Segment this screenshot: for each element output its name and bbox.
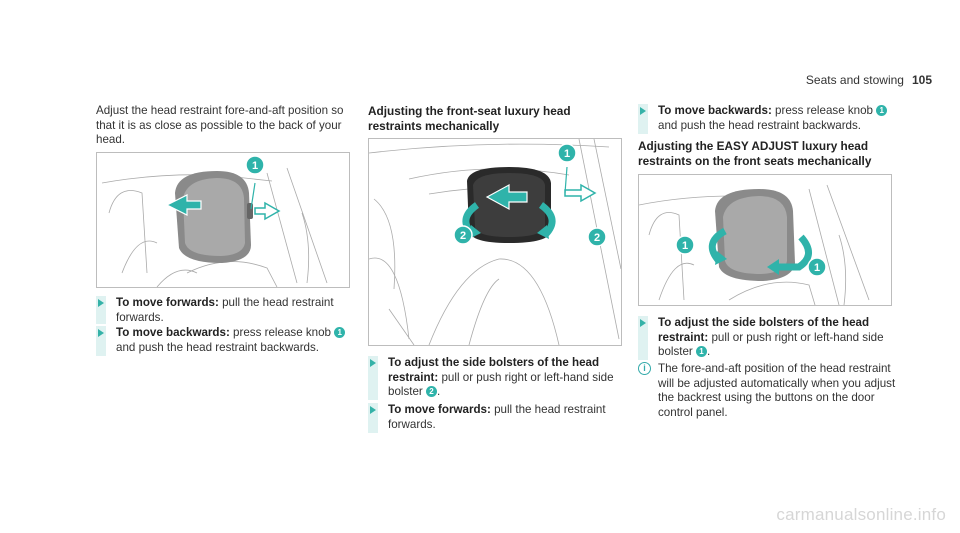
step-bar bbox=[96, 296, 106, 324]
figure-front-seat-luxury-head-restraint: 1 2 2 bbox=[368, 138, 622, 346]
badge-2: 2 bbox=[426, 386, 438, 398]
step-bar bbox=[368, 403, 378, 433]
callout-1: 1 bbox=[564, 148, 570, 160]
info-icon: i bbox=[638, 362, 651, 375]
callout-2-right: 2 bbox=[594, 232, 600, 244]
step-arrow-icon bbox=[640, 319, 646, 327]
step-arrow-icon bbox=[98, 299, 104, 307]
callout-1-right: 1 bbox=[814, 262, 820, 274]
step-bar bbox=[368, 356, 378, 400]
section-title: Seats and stowing bbox=[805, 73, 904, 87]
step-arrow-icon bbox=[370, 406, 376, 414]
callout-1: 1 bbox=[252, 160, 258, 172]
badge-1: 1 bbox=[334, 327, 346, 339]
heading-front-seat-luxury: Adjusting the front-seat luxury head res… bbox=[368, 104, 571, 133]
step-move-backwards-3: To move backwards: press release knob 1 … bbox=[638, 104, 900, 134]
callout-2-left: 2 bbox=[460, 230, 466, 242]
watermark: carmanualsonline.info bbox=[776, 505, 946, 524]
page-header: Seats and stowing 105 bbox=[806, 73, 932, 87]
step-move-backwards-1: To move backwards: press release knob 1 … bbox=[96, 326, 356, 356]
intro-paragraph: Adjust the head restraint fore-and-aft p… bbox=[96, 104, 344, 146]
step-move-forwards-2: To move forwards: pull the head restrain… bbox=[368, 403, 630, 433]
step-bar bbox=[638, 316, 648, 360]
step-adjust-bolsters-2: To adjust the side bolsters of the head … bbox=[368, 356, 630, 400]
badge-1: 1 bbox=[876, 105, 888, 117]
step-move-forwards-1: To move forwards: pull the head restrain… bbox=[96, 296, 356, 324]
info-note-text: The fore-and-aft position of the head re… bbox=[658, 362, 896, 419]
page-number: 105 bbox=[911, 73, 932, 87]
step-arrow-icon bbox=[370, 359, 376, 367]
info-note: i The fore-and-aft position of the head … bbox=[638, 362, 900, 422]
step-arrow-icon bbox=[98, 329, 104, 337]
figure-easy-adjust-head-restraint: 1 1 bbox=[638, 174, 892, 306]
heading-easy-adjust: Adjusting the EASY ADJUST luxury head re… bbox=[638, 139, 872, 168]
step-arrow-icon bbox=[640, 107, 646, 115]
step-bar bbox=[638, 104, 648, 134]
badge-1: 1 bbox=[696, 346, 708, 358]
callout-1-left: 1 bbox=[682, 240, 688, 252]
figure-head-restraint-fore-aft: 1 bbox=[96, 152, 350, 288]
step-adjust-bolsters-3: To adjust the side bolsters of the head … bbox=[638, 316, 900, 360]
step-bar bbox=[96, 326, 106, 356]
